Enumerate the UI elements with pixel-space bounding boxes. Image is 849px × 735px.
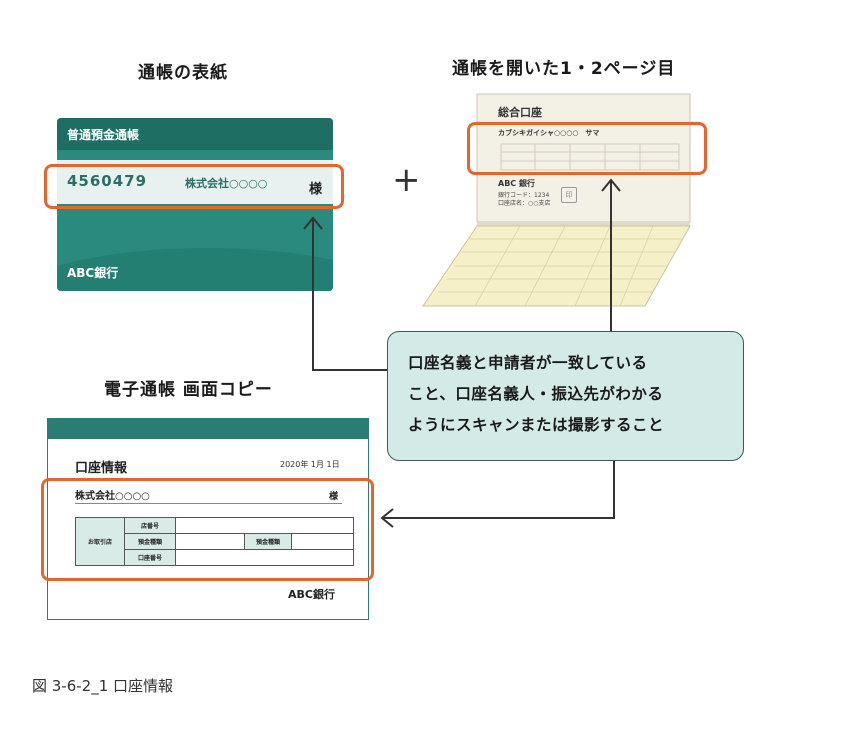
screen-name-underline (75, 503, 342, 504)
cover-account-number: 4560479 (67, 172, 148, 190)
table-label-deposit-type-2: 預金種類 (244, 533, 292, 550)
open-passbook-heading: 通帳を開いた1・2ページ目 (452, 59, 676, 79)
table-label-branch-no: 店番号 (124, 517, 176, 534)
seal-stamp-box: 印 (561, 187, 577, 203)
cover-top-band (57, 118, 333, 150)
electronic-highlight (41, 478, 374, 581)
cover-title: 普通預金通帳 (67, 128, 140, 142)
callout-line-3: ようにスキャンまたは撮影すること (408, 416, 665, 434)
open-passbook-branch: 口座店名：○○支店 (498, 200, 551, 207)
electronic-passbook-heading: 電子通帳 画面コピー (104, 380, 273, 400)
open-passbook-bank: ABC 銀行 (498, 179, 535, 188)
account-info-table: お取引店 店番号 預金種類 預金種類 口座番号 (75, 517, 354, 566)
cover-highlight (44, 164, 344, 209)
instruction-callout: 口座名義と申請者が一致している こと、口座名義人・振込先がわかる ようにスキャン… (387, 331, 744, 461)
table-value-account-no (175, 549, 354, 566)
cover-name-band (57, 160, 333, 204)
open-passbook-highlight (467, 122, 707, 175)
screen-bank-name: ABC銀行 (288, 588, 335, 601)
figure-caption: 図 3-6-2_1 口座情報 (32, 677, 174, 695)
cover-bank-name: ABC銀行 (67, 266, 119, 280)
cover-wave-decoration (57, 248, 333, 291)
cover-honorific: 様 (309, 182, 323, 197)
screen-header-bar (48, 419, 368, 439)
screen-date: 2020年 1月 1日 (280, 460, 340, 469)
arrow-to-electronic (382, 461, 615, 519)
table-side-label: お取引店 (75, 517, 125, 566)
passbook-cover: 普通預金通帳 4560479 株式会社○○○○ 様 ABC銀行 (57, 118, 333, 291)
open-passbook-illustration (422, 93, 691, 307)
screen-title: 口座情報 (75, 461, 128, 476)
plus-sign: + (392, 160, 421, 200)
open-passbook-kana-name: カブシキガイシャ○○○○ サマ (498, 129, 600, 137)
table-label-account-no: 口座番号 (124, 549, 176, 566)
arrow-head-electronic (380, 508, 394, 528)
electronic-passbook-screen: 口座情報 2020年 1月 1日 株式会社○○○○ 様 お取引店 店番号 預金種… (47, 418, 369, 620)
open-passbook-bank-code: 銀行コード：1234 (498, 192, 550, 199)
callout-line-2: こと、口座名義人・振込先がわかる (408, 385, 664, 403)
open-passbook-title: 総合口座 (498, 106, 542, 119)
screen-account-name: 株式会社○○○○ (75, 491, 150, 502)
screen-honorific: 様 (329, 492, 339, 502)
callout-line-1: 口座名義と申請者が一致している (408, 354, 648, 372)
cover-heading: 通帳の表紙 (138, 63, 228, 83)
cover-account-name: 株式会社○○○○ (185, 177, 268, 190)
